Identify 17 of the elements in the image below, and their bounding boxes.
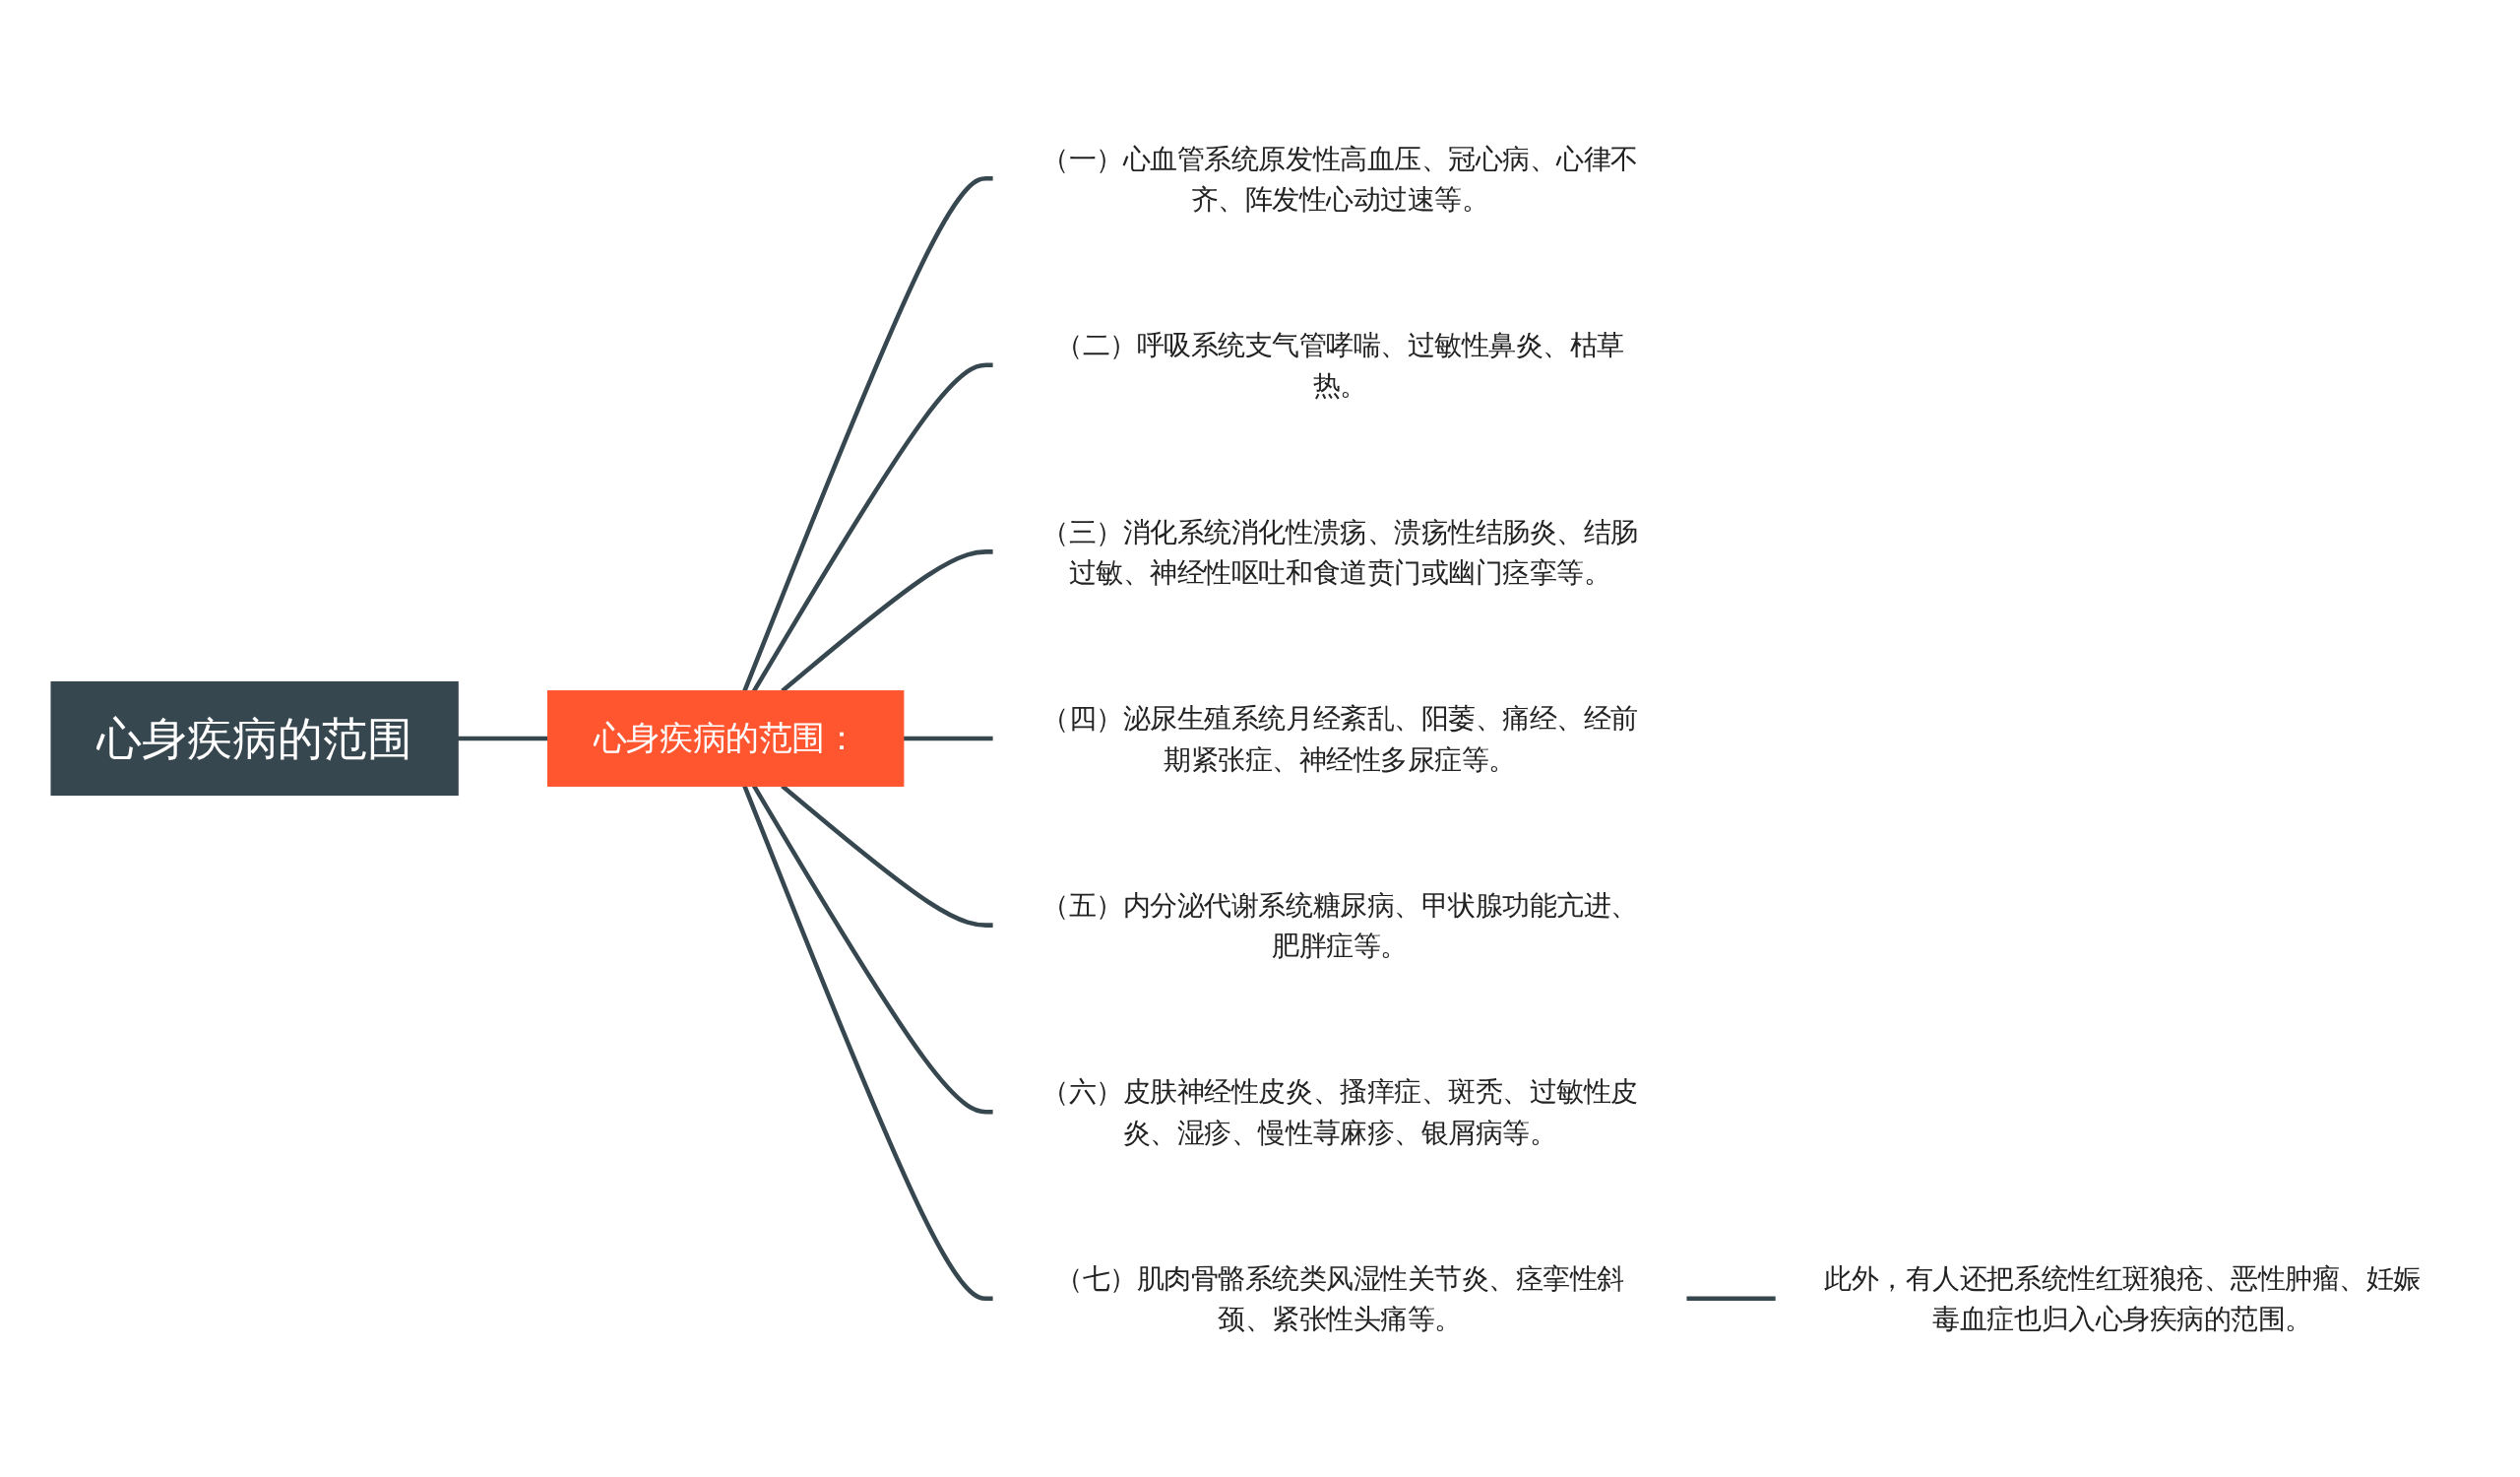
node-text: （三）消化系统消化性溃疡、溃疡性结肠炎、结肠过敏、神经性呕吐和食道贲门或幽门痉挛等。 <box>1041 515 1638 589</box>
connector <box>752 362 994 692</box>
node-text: （七）肌肉骨骼系统类风湿性关节炎、痉挛性斜颈、紧张性头痛等。 <box>1055 1262 1625 1335</box>
connector <box>903 736 994 741</box>
node-text: （四）泌尿生殖系统月经紊乱、阳萎、痛经、经前期紧张症、神经性多尿症等。 <box>1041 702 1638 775</box>
node-text: 此外，有人还把系统性红斑狼疮、恶性肿瘤、妊娠毒血症也归入心身疾病的范围。 <box>1824 1262 2421 1335</box>
node-text: （一）心血管系统原发性高血压、冠心病、心律不齐、阵发性心动过速等。 <box>1041 142 1638 215</box>
node-text: （五）内分泌代谢系统糖尿病、甲状腺功能亢进、肥胖症等。 <box>1041 888 1638 962</box>
node-box: 心身疾病的范围： <box>547 690 905 787</box>
connector <box>742 785 994 1302</box>
node-text: （二）呼吸系统支气管哮喘、过敏性鼻炎、枯草热。 <box>1055 329 1625 402</box>
node-text: （六）皮肤神经性皮炎、搔痒症、斑秃、过敏性皮炎、湿疹、慢性荨麻疹、银屑病等。 <box>1041 1075 1638 1148</box>
node-box: 心身疾病的范围 <box>50 680 459 797</box>
connector <box>1685 1296 1777 1302</box>
connector <box>458 736 548 741</box>
connector <box>742 175 994 692</box>
connector <box>752 785 994 1115</box>
